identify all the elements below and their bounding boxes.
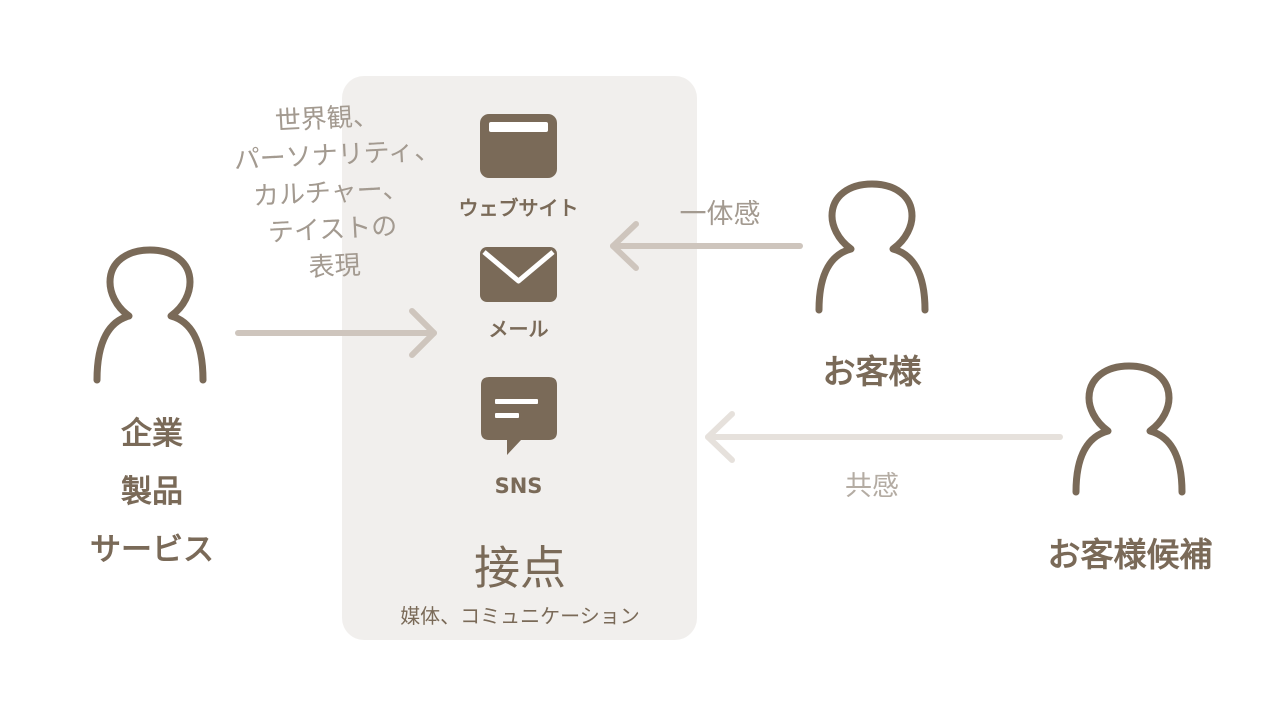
website-window-icon — [480, 114, 557, 178]
mail-envelope-icon — [480, 247, 557, 302]
company-label: 企業 製品 サービス — [72, 419, 232, 593]
sns-label: SNS — [494, 474, 543, 498]
customer-to-touchpoint-arrow — [610, 221, 803, 271]
customer-arrow-label: 一体感 — [679, 199, 761, 230]
customer-person-icon — [815, 180, 929, 314]
touchpoint-title: 接点 — [474, 541, 566, 595]
company-person-icon — [93, 246, 207, 384]
company-label-line: 製品 — [121, 474, 183, 510]
customer-label: お客様 — [822, 352, 922, 391]
touchpoint-subtitle: 媒体、コミュニケーション — [400, 604, 640, 628]
prospect-arrow-label: 共感 — [845, 471, 899, 502]
company-label-line: 企業 — [121, 416, 183, 452]
company-to-touchpoint-arrow — [235, 308, 437, 358]
company-label-line: サービス — [90, 532, 214, 568]
prospect-to-touchpoint-arrow — [705, 411, 1063, 463]
mail-label: メール — [488, 317, 549, 341]
prospect-person-icon — [1072, 362, 1186, 496]
prospect-label: お客様候補 — [1047, 535, 1213, 574]
chat-bubble-icon — [481, 377, 557, 455]
expression-note: 世界観、 パーソナリティ、 カルチャー、 テイストの 表現 — [231, 101, 441, 296]
website-label: ウェブサイト — [458, 196, 579, 220]
